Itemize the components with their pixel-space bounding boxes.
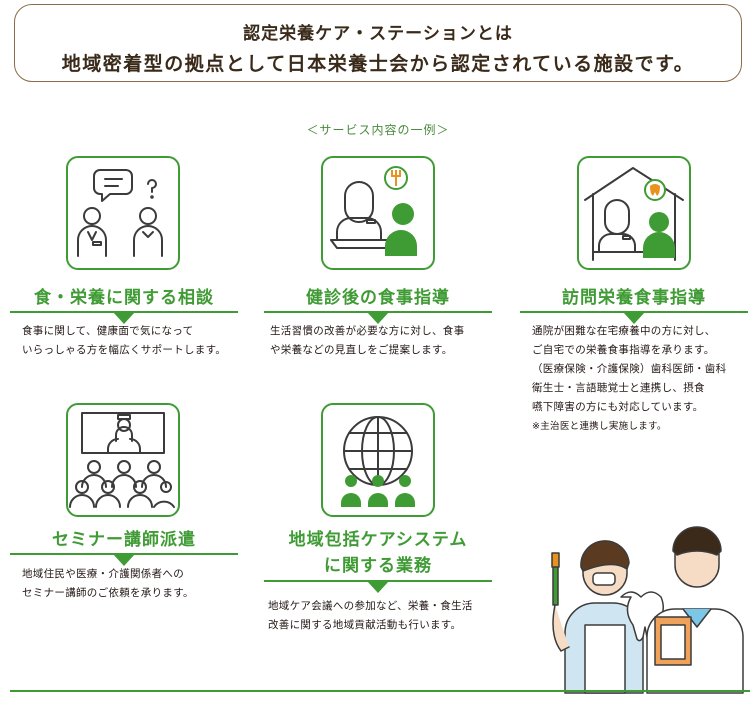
desc-line: セミナー講師のご依頼を承ります。 (22, 587, 194, 599)
desc-line: 嚥下障害の方にも対応しています。 (532, 401, 704, 413)
desc-line: いらっしゃる方を幅広くサポートします。 (22, 344, 227, 356)
service-title-meal-guidance: 健診後の食事指導 (306, 288, 450, 308)
service-note: ※主治医と連携し実施します。 (532, 421, 667, 432)
service-desc-community-care: 地域ケア会議への参加など、栄養・食生活 改善に関する地域貢献活動も行います。 (268, 597, 500, 635)
service-title-seminar: セミナー講師派遣 (52, 530, 196, 550)
down-arrow-icon (623, 312, 645, 324)
down-arrow-icon (367, 581, 389, 593)
down-arrow-icon (113, 554, 135, 566)
service-title-community-care: 地域包括ケアシステム に関する業務 (264, 527, 492, 579)
home-visit-icon (577, 156, 691, 270)
desc-line: 衛生士・言語聴覚士と連携し、摂食 (532, 382, 705, 394)
community-care-icon (321, 403, 435, 517)
service-desc-home-visit: 通院が困難な在宅療養中の方に対し、 ご自宅での栄養食事指導を承ります。 （医療保… (532, 322, 754, 436)
consultation-icon (66, 156, 180, 270)
desc-line: 地域住民や医療・介護関係者への (22, 568, 184, 580)
desc-line: や栄養などの見直しをご提案します。 (270, 344, 453, 356)
header-title-line2: 地域密着型の拠点として日本栄養士会から認定されている施設です。 (61, 53, 695, 75)
service-title-consultation: 食・栄養に関する相談 (34, 288, 214, 308)
service-desc-consultation: 食事に関して、健康面で気になって いらっしゃる方を幅広くサポートします。 (22, 322, 242, 360)
service-desc-seminar: 地域住民や医療・介護関係者への セミナー講師のご依頼を承ります。 (22, 565, 242, 603)
bottom-rule (10, 690, 750, 692)
title-line: 地域包括ケアシステム (288, 530, 468, 550)
desc-line: （医療保険・介護保険）歯科医師・歯科 (532, 363, 727, 375)
down-arrow-icon (113, 312, 135, 324)
staff-illustration (551, 526, 744, 694)
desc-line: 地域ケア会議への参加など、栄養・食生活 (268, 600, 473, 612)
title-line: に関する業務 (324, 556, 432, 576)
desc-line: 生活習慣の改善が必要な方に対し、食事 (270, 325, 465, 337)
desc-line: 通院が困難な在宅療養中の方に対し、 (532, 325, 716, 337)
header-title-line1: 認定栄養ケア・ステーションとは (243, 24, 513, 44)
service-desc-meal-guidance: 生活習慣の改善が必要な方に対し、食事 や栄養などの見直しをご提案します。 (270, 322, 500, 360)
services-caption: ＜サービス内容の一例＞ (306, 123, 450, 137)
desc-line: ご自宅での栄養食事指導を承ります。 (532, 344, 715, 356)
desc-line: 食事に関して、健康面で気になって (22, 325, 194, 337)
meal-guidance-icon (321, 156, 435, 270)
seminar-icon (66, 403, 180, 517)
header-box: 認定栄養ケア・ステーションとは 地域密着型の拠点として日本栄養士会から認定されて… (14, 4, 742, 82)
service-title-home-visit: 訪問栄養食事指導 (562, 288, 706, 308)
desc-line: 改善に関する地域貢献活動も行います。 (268, 619, 462, 631)
down-arrow-icon (367, 312, 389, 324)
